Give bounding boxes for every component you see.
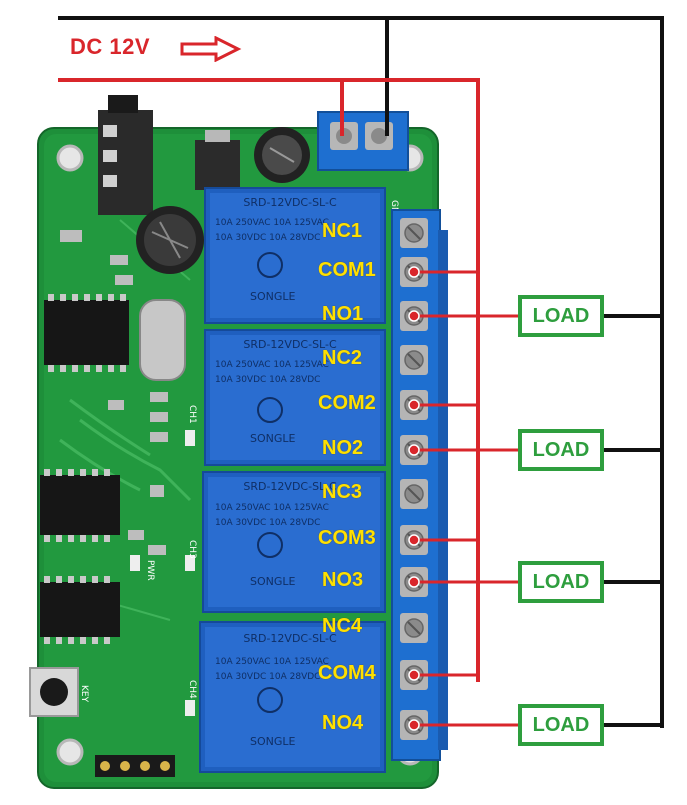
terminal-label-com2: COM2 — [318, 392, 376, 414]
negative-bus-wire — [58, 16, 664, 728]
relay-rating-2b: 10A 30VDC 10A 28VDC — [215, 375, 320, 385]
relay-rating-1a: 10A 250VAC 10A 125VAC — [215, 218, 329, 228]
terminal-label-com4: COM4 — [318, 662, 376, 684]
capacitor-large — [136, 206, 204, 274]
key-silk-label: KEY — [79, 685, 89, 703]
load-box-1: LOAD — [518, 295, 604, 337]
power-terminal-block — [317, 111, 409, 171]
terminal-label-no1: NO1 — [322, 303, 364, 325]
no-wire-dot-2 — [408, 444, 420, 456]
terminal-label-nc4: NC4 — [322, 615, 363, 637]
relay-1 — [204, 187, 386, 324]
ch1-silk-label: CH1 — [187, 405, 197, 424]
com-wire-dot-2 — [408, 399, 420, 411]
header-pins — [95, 755, 175, 777]
terminal-screw-7 — [400, 479, 428, 509]
terminal-label-nc3: NC3 — [322, 481, 363, 503]
pwr-silk-label: PWR — [145, 560, 155, 581]
relay-4 — [199, 621, 386, 773]
mounting-hole — [56, 738, 84, 766]
channel-leds — [130, 430, 195, 716]
relay-rating-3b: 10A 30VDC 10A 28VDC — [215, 518, 320, 528]
terminal-label-no4: NO4 — [322, 712, 364, 734]
ch4-silk-label: CH4 — [187, 680, 197, 699]
relay-rating-4b: 10A 30VDC 10A 28VDC — [215, 672, 320, 682]
relay-rating-4a: 10A 250VAC 10A 125VAC — [215, 657, 329, 667]
smd-components — [60, 230, 168, 555]
relay-model-text-4: SRD-12VDC-SL-C — [243, 632, 337, 645]
terminal-screw-4 — [400, 345, 428, 375]
terminal-label-com1: COM1 — [318, 259, 376, 281]
relay-rating-1b: 10A 30VDC 10A 28VDC — [215, 233, 320, 243]
relay-rating-2a: 10A 250VAC 10A 125VAC — [215, 360, 329, 370]
com-wire-dot-1 — [408, 266, 420, 278]
ic-chip-3 — [40, 576, 120, 644]
dc-12v-label: DC 12V — [70, 34, 151, 59]
push-button — [29, 667, 79, 717]
relay-brand-2: SONGLE — [250, 432, 296, 445]
ic-chip-1 — [44, 294, 129, 372]
relay-model-text-2: SRD-12VDC-SL-C — [243, 338, 337, 351]
com-wire-dot-3 — [408, 534, 420, 546]
relay-2 — [204, 329, 386, 466]
load-box-4: LOAD — [518, 704, 604, 746]
load-box-3: LOAD — [518, 561, 604, 603]
crystal — [139, 299, 186, 381]
terminal-label-no2: NO2 — [322, 437, 364, 459]
ch2-silk-label: CH3 — [187, 540, 197, 559]
load-box-2: LOAD — [518, 429, 604, 471]
no-wire-dot-4 — [408, 719, 420, 731]
relay-3 — [202, 471, 386, 613]
relay-brand-4: SONGLE — [250, 735, 296, 748]
relay-brand-1: SONGLE — [250, 290, 296, 303]
terminal-label-nc2: NC2 — [322, 347, 363, 369]
ic-chip-2 — [40, 469, 120, 542]
relay-brand-3: SONGLE — [250, 575, 296, 588]
relay-model-text-3: SRD-12VDC-SL-C — [243, 480, 337, 493]
positive-bus-wire — [58, 78, 480, 682]
arrow-right-icon — [180, 36, 242, 62]
wiring — [58, 16, 664, 731]
no-wire-dot-3 — [408, 576, 420, 588]
terminal-screw-1 — [400, 218, 428, 248]
audio-jack — [98, 95, 153, 215]
relay-model-text-1: SRD-12VDC-SL-C — [243, 196, 337, 209]
terminal-label-nc1: NC1 — [322, 220, 363, 242]
relay-rating-3a: 10A 250VAC 10A 125VAC — [215, 503, 329, 513]
capacitor-small — [254, 127, 310, 183]
com-wire-dot-4 — [408, 669, 420, 681]
mounting-hole — [56, 144, 84, 172]
terminal-screw-10 — [400, 613, 428, 643]
terminal-label-no3: NO3 — [322, 569, 364, 591]
regulator — [195, 140, 240, 190]
no-wire-dot-1 — [408, 310, 420, 322]
terminal-label-com3: COM3 — [318, 527, 376, 549]
